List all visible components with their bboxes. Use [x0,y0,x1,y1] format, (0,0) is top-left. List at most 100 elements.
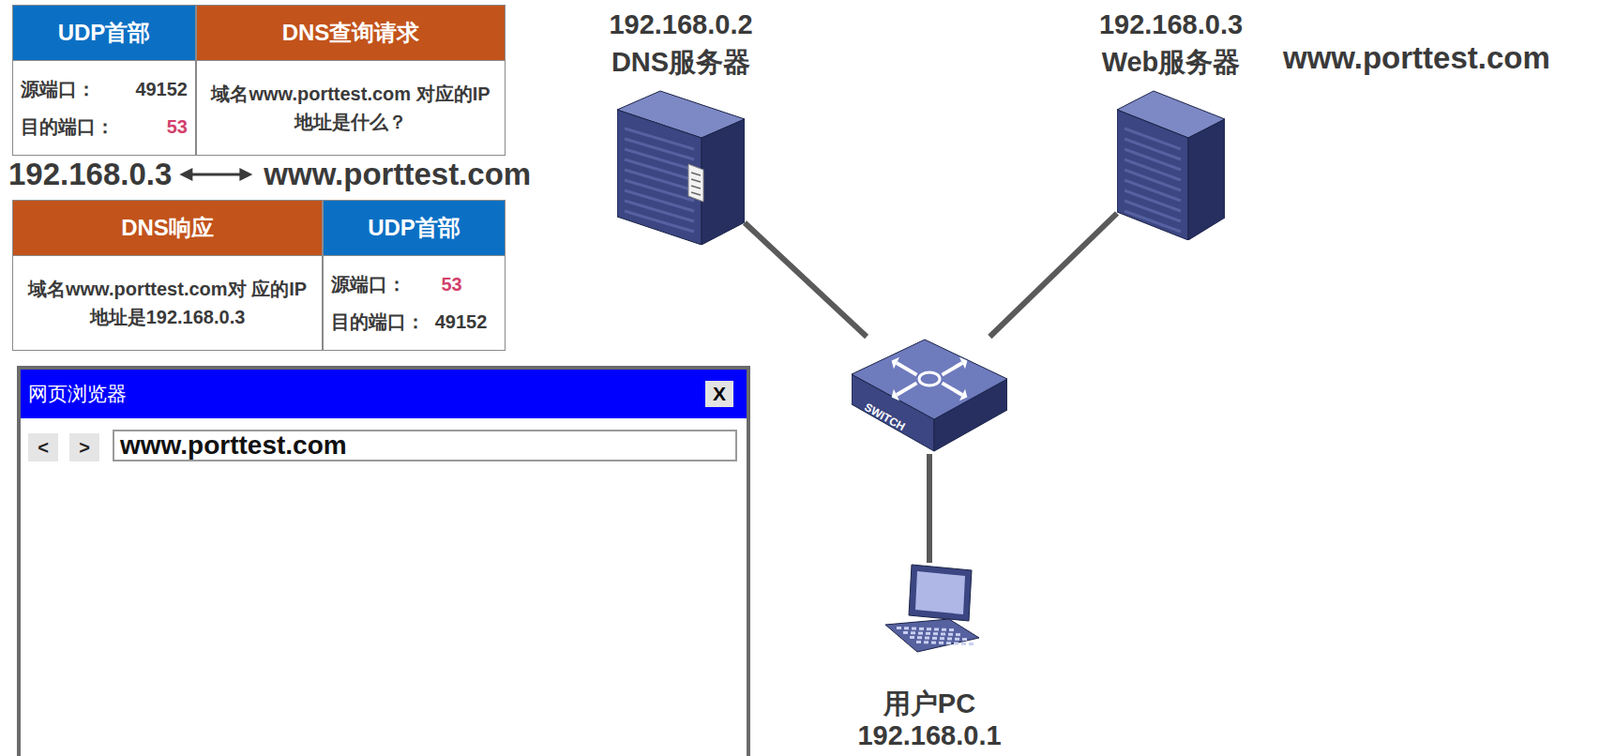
vent-slot [1124,200,1181,222]
switch-arrowhead [959,389,967,402]
vent-slot [1124,169,1181,191]
vent-slot [624,169,695,191]
ip-address: 192.168.0.1 [857,719,1001,752]
key [938,641,944,645]
domain-label: www.porttest.com [1283,40,1551,76]
key [932,636,937,640]
switch-symbol [919,372,940,386]
vent-slot [1124,211,1181,232]
laptop-screen [908,564,972,621]
ip-address: 192.168.0.3 [1099,5,1243,44]
server-node: 192.168.0.2DNS服务器 [617,81,745,245]
document-line [691,185,701,189]
table-header: DNS查询请求 [196,5,505,61]
url-text: www.porttest.com [120,430,348,461]
server-name: DNS服务器 [608,43,753,81]
server-icon [617,81,745,245]
kv-node: UDP首部源端口：49152目的端口：53 [12,4,197,156]
domain-label: www.porttest.com [263,156,531,193]
vent-slot [1124,159,1181,181]
key [918,632,923,635]
port-row: 源端口：53 [331,265,498,303]
laptop-display [915,571,966,615]
key [946,641,951,645]
header-text: DNS响应 [120,212,214,243]
port-row: 目的端口：53 [20,107,188,146]
server-front [1116,109,1189,241]
vent-slot [624,128,695,150]
header-text: UDP首部 [367,212,461,243]
vent-slot [624,180,695,201]
network-link [926,453,933,563]
window-title: 网页浏览器 [28,380,127,408]
key [941,628,947,632]
key [911,627,917,631]
title-bar: 网页浏览器 X [20,369,747,419]
tx-node: DNS响应域名www.porttest.com对 应的IP地址是192.168.… [12,199,323,351]
table-body: 域名www.porttest.com 对应的IP地址是什么？ [196,60,505,155]
key [923,640,929,644]
port-number: 53 [406,273,498,296]
mapping-arrowhead [179,167,193,182]
mapping-arrowhead [239,167,253,182]
server-side [1188,119,1225,241]
server-caption: 192.168.0.2DNS服务器 [608,5,753,81]
nav-button: > [69,433,100,462]
pc-name: 用户PC [857,687,1001,720]
key [926,627,932,631]
key [949,628,954,632]
table-header: UDP首部 [323,200,505,257]
document-line [691,192,701,196]
key [947,637,952,641]
laptop-icon [877,562,982,655]
table-body: 源端口：49152目的端口：53 [13,60,196,155]
vent-slot [624,200,695,222]
pc-caption: 用户PC192.168.0.1 [857,687,1001,752]
key [925,632,931,635]
key [968,642,974,646]
address-bar: www.porttest.com [112,429,738,462]
switch-arrow [896,382,918,395]
network-link [989,212,1117,337]
server-name: Web服务器 [1099,43,1243,81]
port-row: 源端口：49152 [20,70,188,108]
port-row: 目的端口：49152 [331,302,498,341]
key [903,631,908,634]
switch-arrowhead [891,389,900,402]
port-number: 53 [114,116,188,138]
close-button: X [705,380,734,408]
key [953,642,959,646]
port-number: 49152 [95,78,188,101]
vent-slot [624,190,695,212]
server-icon [1116,81,1225,241]
server-side [701,119,745,245]
vent-slot [624,211,695,232]
table-body: 域名www.porttest.com对 应的IP地址是192.168.0.3 [13,256,322,350]
table-body: 源端口：53目的端口：49152 [323,256,505,350]
laptop-base [885,618,980,652]
kv-node: UDP首部源端口：53目的端口：49152 [322,199,506,351]
document-line [691,179,701,182]
switch-arrowhead [959,357,967,370]
vent-slot [1124,138,1181,160]
server-node: 192.168.0.3Web服务器 [1116,81,1225,241]
switch-node: SWITCH [851,336,1008,454]
switch-arrow [896,362,918,376]
mapping-arrow [184,173,247,177]
server-caption: 192.168.0.3Web服务器 [1099,5,1243,81]
port-label: 目的端口： [20,114,115,140]
vent-slot [624,159,695,181]
header-text: UDP首部 [58,17,151,48]
vent-slot [624,149,695,170]
port-label: 源端口： [20,76,96,103]
browser-node: 网页浏览器 X < > www.porttest.com [16,365,751,756]
switch-arrow [941,362,963,376]
switch-icon [851,336,1008,454]
key [910,631,916,634]
table-header: UDP首部 [13,5,196,61]
document-line [691,172,701,176]
nav-button: < [28,433,59,462]
key [940,633,946,636]
port-label: 目的端口： [331,309,425,335]
key [962,637,967,641]
